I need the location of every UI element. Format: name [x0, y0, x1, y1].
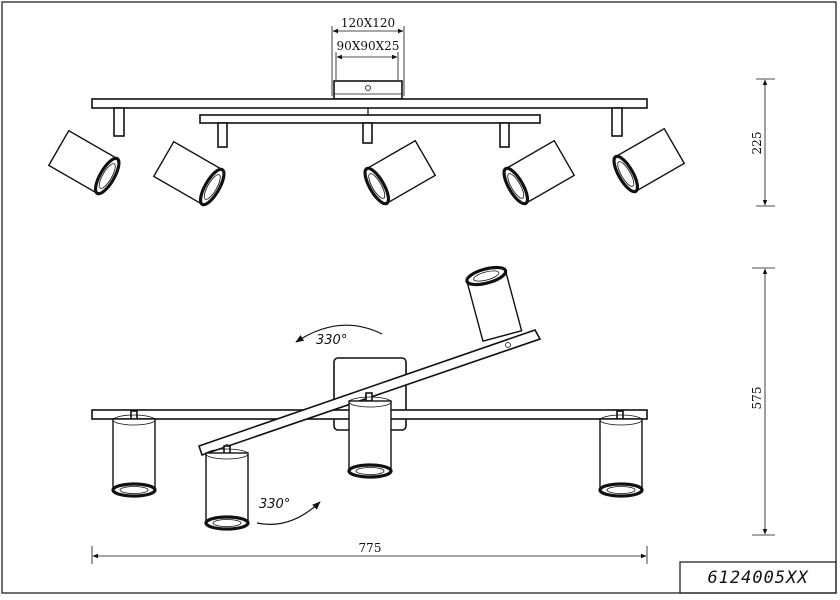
spot-front-left: [111, 410, 157, 498]
plate-dimension-outer: 120X120: [331, 16, 405, 96]
plate-dimension-inner: 90X90X25: [335, 39, 400, 80]
mount: [611, 107, 623, 137]
front-view: 330° 330° 575 775: [91, 265, 775, 564]
height-top-label: 575: [750, 387, 764, 410]
spot-front-lower: [204, 445, 250, 531]
spot-front-right: [598, 410, 644, 498]
product-code: 6124005XX: [707, 568, 809, 588]
spot-3: [363, 139, 437, 206]
rotation-upper-label: 330°: [316, 333, 347, 348]
plate-screw: [365, 85, 371, 91]
spot-1: [47, 129, 121, 196]
mount: [217, 122, 228, 148]
mount: [113, 107, 125, 137]
main-bar: [91, 98, 648, 109]
secondary-bar: [199, 114, 541, 124]
product-code-box: 6124005XX: [679, 561, 837, 594]
spot-front-center: [347, 392, 393, 479]
ceiling-plate: [333, 80, 403, 100]
rotation-lower-label: 330°: [259, 497, 290, 512]
height-dimension-side: 225: [750, 78, 775, 207]
width-label: 775: [359, 541, 382, 555]
plate-inner-label: 90X90X25: [337, 39, 400, 53]
mount: [362, 122, 373, 144]
plate-outer-label: 120X120: [341, 16, 395, 30]
height-side-label: 225: [750, 132, 764, 155]
spot-5: [612, 127, 686, 194]
spot-2: [152, 140, 226, 207]
rotation-indicator-lower: 330°: [256, 497, 321, 525]
width-dimension: 775: [91, 541, 648, 564]
rotation-indicator-upper: 330°: [295, 324, 383, 348]
mount: [499, 122, 510, 148]
spot-top: [465, 265, 523, 342]
spot-4: [502, 139, 576, 206]
side-view: 120X120 90X90X25: [47, 16, 775, 207]
height-dimension-top: 575: [750, 267, 775, 536]
